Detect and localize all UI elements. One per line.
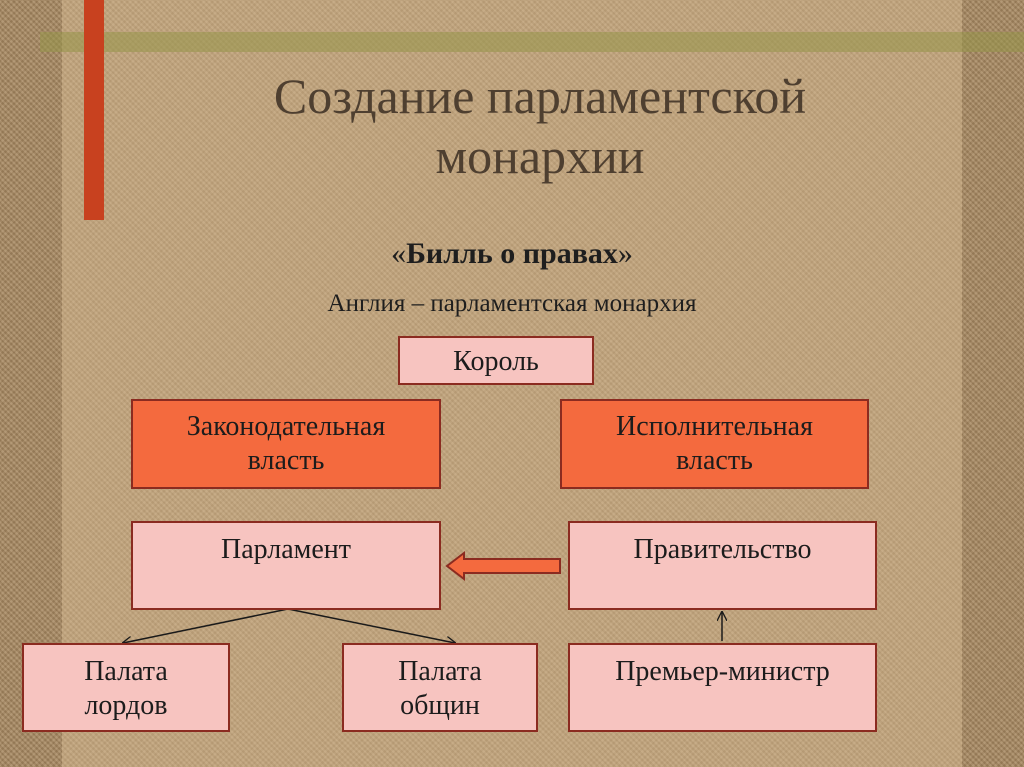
- house-of-lords-box: Палата лордов: [22, 643, 230, 732]
- horizontal-accent-stripe: [40, 32, 1024, 52]
- parliament-box: Парламент: [131, 521, 441, 610]
- legislative-branch-box: Законодательная власть: [131, 399, 441, 489]
- king-label: Король: [453, 346, 539, 377]
- executive-branch-box: Исполнительная власть: [560, 399, 869, 489]
- government-box: Правительство: [568, 521, 877, 610]
- quote-close: »: [617, 237, 633, 270]
- house-of-lords-label: Палата лордов: [84, 656, 168, 721]
- vertical-accent-bar: [84, 0, 104, 220]
- quote-open: «: [391, 237, 407, 270]
- legislative-branch-label: Законодательная власть: [186, 411, 386, 476]
- executive-branch-label: Исполнительная власть: [616, 411, 813, 476]
- parliament-label: Парламент: [220, 534, 352, 565]
- slide-subtitle: «Билль о правах»: [300, 234, 724, 274]
- house-of-commons-box: Палата общин: [342, 643, 538, 732]
- government-label: Правительство: [633, 534, 812, 565]
- parliament-to-commons-connector: [287, 608, 455, 643]
- prime-minister-label: Премьер-министр: [615, 656, 830, 687]
- king-box: Король: [398, 336, 594, 385]
- government-to-parliament-arrow: [445, 550, 561, 582]
- parliament-to-lords-connector: [123, 608, 289, 643]
- right-texture-band: [962, 0, 1024, 767]
- slide-caption: Англия – парламентская монархия: [327, 290, 697, 317]
- bill-of-rights-label: Билль о правах: [406, 237, 618, 270]
- left-texture-band: [0, 0, 62, 767]
- prime-minister-box: Премьер-министр: [568, 643, 877, 732]
- house-of-commons-label: Палата общин: [398, 656, 482, 721]
- slide-title: Создание парламентской монархии: [273, 68, 807, 184]
